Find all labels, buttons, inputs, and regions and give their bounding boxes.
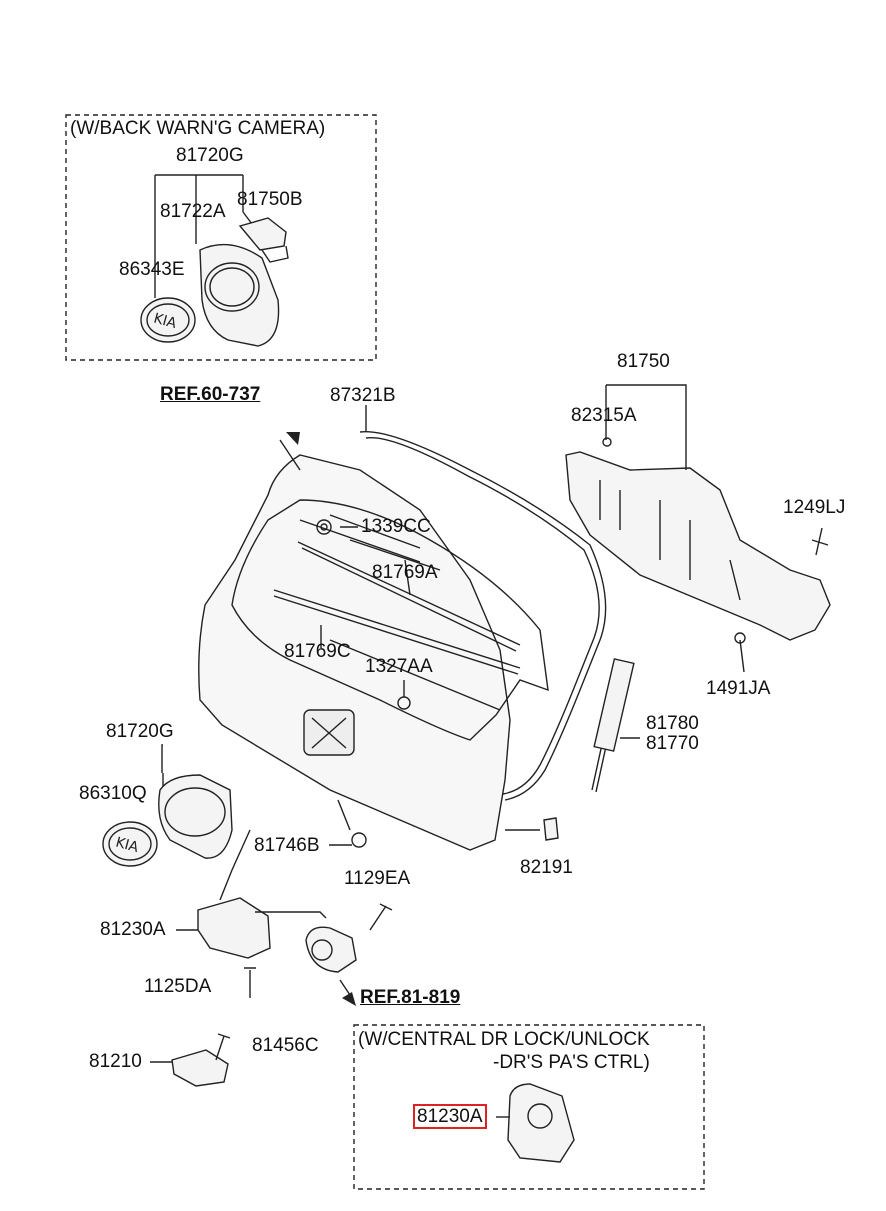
garnish-lower-part <box>158 774 233 859</box>
part-label-81230a[interactable]: 81230A <box>100 919 166 940</box>
part-label-82191[interactable]: 82191 <box>520 857 573 878</box>
camera-option-box <box>65 114 377 361</box>
part-label-1339cc[interactable]: 1339CC <box>361 516 431 537</box>
tailgate-panel-part <box>198 454 511 851</box>
outside-handle-part <box>171 1049 229 1087</box>
part-label-81746b[interactable]: 81746B <box>254 835 320 856</box>
ref-60-737-link[interactable]: REF.60-737 <box>160 384 261 405</box>
part-label-81722a[interactable]: 81722A <box>160 201 226 222</box>
part-label-81780[interactable]: 81780 <box>646 713 699 734</box>
part-label-86310q[interactable]: 86310Q <box>79 783 147 804</box>
part-label-81456c[interactable]: 81456C <box>252 1035 319 1056</box>
part-label-81750b[interactable]: 81750B <box>237 189 303 210</box>
part-label-81750[interactable]: 81750 <box>617 351 670 372</box>
part-label-81769c[interactable]: 81769C <box>284 641 351 662</box>
part-label-1129ea[interactable]: 1129EA <box>344 868 411 889</box>
part-label-81720g-top[interactable]: 81720G <box>176 145 244 166</box>
kia-emblem-part <box>140 297 196 343</box>
ref-81-819-link[interactable]: REF.81-819 <box>360 987 461 1008</box>
svg-text:KIA: KIA <box>152 311 179 332</box>
key-cylinder-part <box>305 926 357 973</box>
part-label-81769a[interactable]: 81769A <box>372 562 438 583</box>
camera-garnish-part <box>199 243 280 347</box>
part-label-81720g-mid[interactable]: 81720G <box>106 721 174 742</box>
trim-panel-part <box>565 451 831 641</box>
part-label-1491ja[interactable]: 1491JA <box>706 678 771 699</box>
camera-box-title: (W/BACK WARN'G CAMERA) <box>70 118 326 139</box>
lock-box-title-line1: (W/CENTRAL DR LOCK/UNLOCK <box>358 1029 650 1050</box>
part-label-87321b[interactable]: 87321B <box>330 385 396 406</box>
tailgate-latch-part <box>197 897 271 959</box>
kia-emblem-lower-part <box>102 821 158 867</box>
part-label-86343e[interactable]: 86343E <box>119 259 185 280</box>
part-label-1125da[interactable]: 1125DA <box>144 976 212 997</box>
part-label-81230a-highlighted[interactable]: 81230A <box>413 1104 487 1129</box>
actuator-part <box>507 1083 575 1163</box>
part-label-1327aa[interactable]: 1327AA <box>365 656 433 677</box>
camera-unit-part <box>238 217 287 251</box>
part-label-81770[interactable]: 81770 <box>646 733 699 754</box>
weatherstrip-part <box>359 430 607 801</box>
part-label-1249lj[interactable]: 1249LJ <box>783 497 846 518</box>
part-label-82315a[interactable]: 82315A <box>571 405 637 426</box>
svg-text:KIA: KIA <box>114 835 141 856</box>
lock-box-title-line2: -DR'S PA'S CTRL) <box>493 1052 650 1073</box>
part-label-81210[interactable]: 81210 <box>89 1051 142 1072</box>
central-lock-option-box <box>353 1024 705 1190</box>
